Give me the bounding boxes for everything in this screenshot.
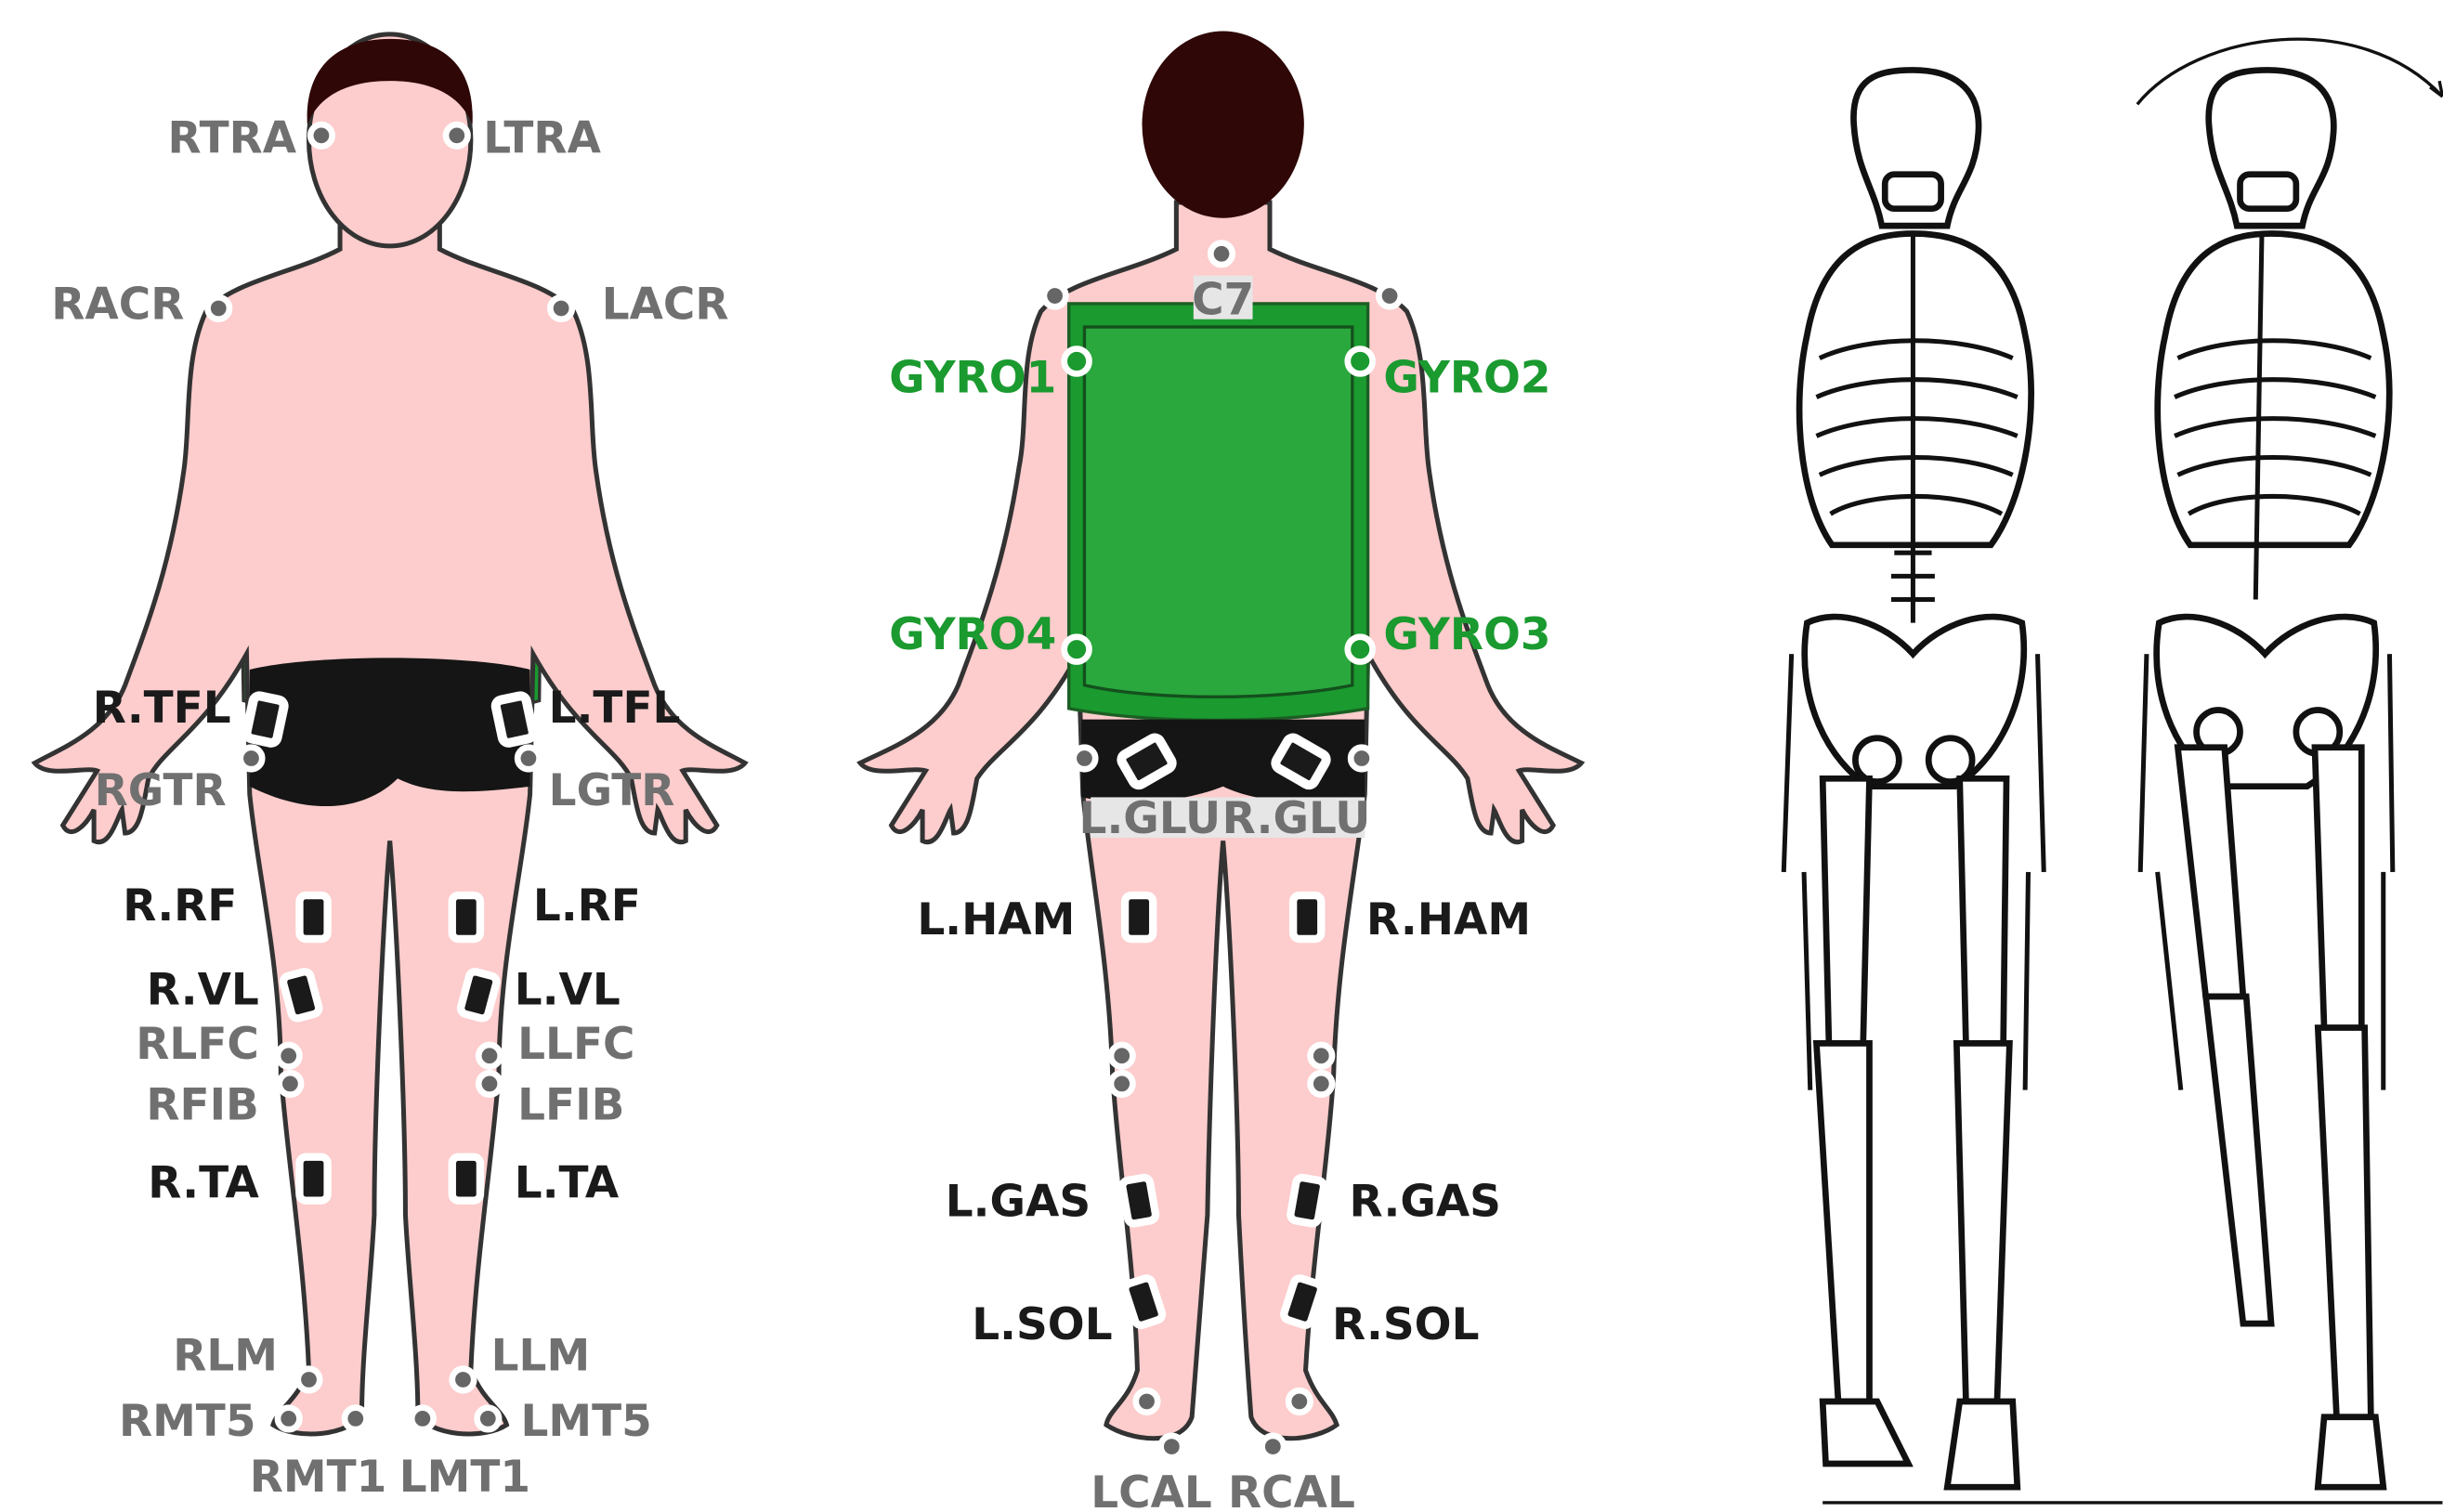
label-rta: R.TA bbox=[148, 1157, 259, 1208]
back-body-figure bbox=[860, 32, 1581, 1458]
pad-rrf bbox=[299, 895, 327, 939]
pad-rtfl bbox=[245, 695, 285, 744]
skeleton-neutral bbox=[1783, 70, 2044, 1487]
marker-rgtr bbox=[241, 748, 262, 769]
marker-ltra bbox=[446, 124, 467, 146]
label-rcal: RCAL bbox=[1228, 1467, 1355, 1512]
label-lgtr: LGTR bbox=[549, 765, 675, 816]
marker-c7 bbox=[1210, 243, 1232, 265]
label-lvl: L.VL bbox=[515, 964, 621, 1015]
label-lta: L.TA bbox=[515, 1157, 620, 1208]
marker-back-llfc bbox=[1111, 1045, 1132, 1066]
label-lrf: L.RF bbox=[533, 880, 641, 932]
label-gyro1: GYRO1 bbox=[889, 353, 1056, 404]
skeleton-rotated bbox=[2140, 70, 2393, 1487]
label-ltra: LTRA bbox=[483, 112, 601, 163]
pad-rham bbox=[1293, 895, 1321, 939]
marker-lfib bbox=[478, 1073, 500, 1094]
marker-back-rlm bbox=[1288, 1390, 1310, 1412]
marker-racr bbox=[208, 297, 229, 319]
label-rmt5: RMT5 bbox=[119, 1396, 256, 1447]
pad-lham bbox=[1125, 895, 1153, 939]
pad-ltfl bbox=[495, 695, 535, 744]
marker-lmt1 bbox=[412, 1408, 433, 1429]
label-racr: RACR bbox=[51, 280, 184, 331]
marker-rmt1 bbox=[345, 1408, 366, 1429]
marker-back-rfib bbox=[1311, 1073, 1332, 1094]
label-rlm: RLM bbox=[173, 1330, 278, 1381]
marker-back-lfib bbox=[1111, 1073, 1132, 1094]
label-lfib: LFIB bbox=[517, 1079, 624, 1130]
marker-lgtr bbox=[517, 748, 539, 769]
marker-llfc bbox=[478, 1045, 500, 1066]
front-body-figure bbox=[34, 34, 745, 1434]
marker-gyro4 bbox=[1065, 637, 1090, 662]
label-rsol: R.SOL bbox=[1332, 1299, 1479, 1350]
label-rgas: R.GAS bbox=[1349, 1176, 1501, 1227]
label-rmt1: RMT1 bbox=[250, 1452, 387, 1503]
marker-lmt5 bbox=[477, 1408, 499, 1429]
label-c7: C7 bbox=[1192, 275, 1254, 326]
pad-rgas bbox=[1289, 1177, 1325, 1224]
pad-rvl bbox=[281, 971, 320, 1020]
label-rgtr: RGTR bbox=[95, 765, 227, 816]
front-shorts bbox=[250, 658, 530, 806]
marker-rmt5 bbox=[278, 1408, 299, 1429]
marker-rfib bbox=[280, 1073, 301, 1094]
pad-lgas bbox=[1121, 1177, 1156, 1224]
label-lglu: L.GLU bbox=[1079, 793, 1222, 844]
label-lacr: LACR bbox=[602, 280, 729, 331]
gyro-vest-front-panel bbox=[1084, 327, 1352, 697]
label-rvl: R.VL bbox=[147, 964, 259, 1015]
label-rglu: R.GLU bbox=[1222, 793, 1371, 844]
pad-lta bbox=[452, 1157, 480, 1201]
marker-back-lgtr bbox=[1074, 748, 1095, 769]
label-lgas: L.GAS bbox=[946, 1176, 1091, 1227]
pad-lrf bbox=[452, 895, 480, 939]
label-lmt1: LMT1 bbox=[399, 1452, 530, 1503]
pad-lvl bbox=[460, 971, 498, 1020]
front-body bbox=[34, 202, 745, 1434]
back-head bbox=[1142, 32, 1303, 218]
label-llm: LLM bbox=[491, 1330, 591, 1381]
marker-back-rgtr bbox=[1351, 748, 1372, 769]
label-rrf: R.RF bbox=[123, 880, 237, 932]
marker-gyro2 bbox=[1348, 349, 1373, 374]
label-rham: R.HAM bbox=[1366, 894, 1531, 945]
label-llfc: LLFC bbox=[517, 1019, 634, 1070]
pad-rta bbox=[299, 1157, 327, 1201]
label-rtfl: R.TFL bbox=[93, 683, 231, 734]
marker-back-lacr bbox=[1378, 285, 1400, 306]
label-rtra: RTRA bbox=[168, 112, 297, 163]
label-lsol: L.SOL bbox=[972, 1299, 1112, 1350]
label-gyro4: GYRO4 bbox=[889, 609, 1056, 660]
marker-back-racr bbox=[1044, 285, 1065, 306]
marker-rcal bbox=[1262, 1436, 1284, 1457]
marker-lacr bbox=[550, 297, 571, 319]
label-ltfl: L.TFL bbox=[549, 683, 681, 734]
marker-rlfc bbox=[278, 1045, 299, 1066]
marker-lcal bbox=[1161, 1436, 1182, 1457]
marker-llm bbox=[452, 1369, 474, 1390]
label-lham: L.HAM bbox=[917, 894, 1075, 945]
label-gyro2: GYRO2 bbox=[1383, 353, 1550, 404]
label-rfib: RFIB bbox=[146, 1079, 258, 1130]
marker-rtra bbox=[310, 124, 332, 146]
label-rlfc: RLFC bbox=[136, 1019, 259, 1070]
marker-back-llm bbox=[1136, 1390, 1157, 1412]
marker-gyro1 bbox=[1065, 349, 1090, 374]
label-lmt5: LMT5 bbox=[521, 1396, 652, 1447]
marker-gyro3 bbox=[1348, 637, 1373, 662]
marker-back-rlfc bbox=[1311, 1045, 1332, 1066]
label-gyro3: GYRO3 bbox=[1383, 609, 1550, 660]
marker-rlm bbox=[298, 1369, 320, 1390]
label-lcal: LCAL bbox=[1091, 1467, 1212, 1512]
